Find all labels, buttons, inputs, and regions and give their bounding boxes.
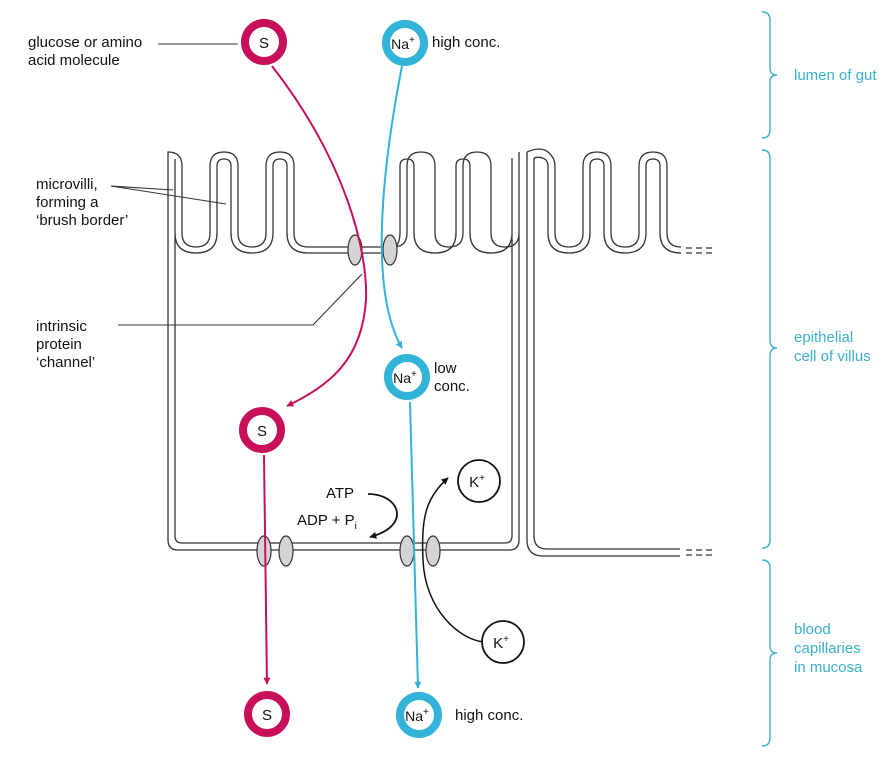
membrane-continuation-dashes xyxy=(686,247,712,556)
sodium-bottom-conc-label: high conc. xyxy=(455,707,524,724)
svg-text:K+: K+ xyxy=(469,473,485,491)
sodium-symbol-mid: Na xyxy=(393,370,411,386)
region-blood-line1: blood xyxy=(794,621,831,638)
region-epithelial-label: epithelial cell of villus xyxy=(794,328,871,366)
sugar-symbol-top: S xyxy=(259,35,269,52)
potassium-charge-bottom: + xyxy=(503,634,509,645)
epithelial-bracket xyxy=(761,149,778,549)
sodium-mid-conc-line1: low xyxy=(434,360,457,377)
apical-protein-channel-right xyxy=(382,234,398,266)
microvilli-label: microvilli, forming a ‘brush border’ xyxy=(36,176,128,230)
atp-label: ATP xyxy=(326,485,355,502)
glucose-label-line1: glucose or amino xyxy=(28,34,143,51)
protein-channel-label: intrinsic protein ‘channel’ xyxy=(36,318,95,372)
sodium-ion-top: Na+ xyxy=(382,20,428,66)
glucose-label: glucose or amino acid molecule xyxy=(28,34,142,70)
sodium-top-conc-label: high conc. xyxy=(432,34,501,51)
basal-protein-channel-1 xyxy=(256,535,272,567)
adp-pi-text: ADP + P xyxy=(297,512,355,529)
svg-text:Na+: Na+ xyxy=(393,369,417,386)
protein-label-line1: intrinsic xyxy=(36,318,87,335)
sodium-ion-mid: Na+ xyxy=(384,354,430,400)
microvilli-label-line3: ‘brush border’ xyxy=(36,212,129,229)
sodium-charge-top: + xyxy=(409,35,415,46)
sugar-symbol-bottom: S xyxy=(262,707,272,724)
sodium-path-cell-to-blood xyxy=(409,401,422,689)
protein-label-line2: protein xyxy=(36,336,82,353)
sodium-charge-bottom: + xyxy=(423,707,429,718)
adp-pi-label: ADP + Pi xyxy=(297,512,357,536)
sugar-symbol-mid: S xyxy=(257,423,267,440)
potassium-ion-bottom: K+ xyxy=(481,620,525,664)
potassium-path xyxy=(421,477,485,643)
region-lumen-label: lumen of gut xyxy=(794,67,877,84)
potassium-symbol-bottom: K xyxy=(493,635,503,652)
basal-protein-channel-3 xyxy=(399,535,415,567)
region-blood-line3: in mucosa xyxy=(794,659,863,676)
sugar-molecule-mid: S xyxy=(239,407,285,453)
sugar-molecule-bottom: S xyxy=(244,691,290,737)
pi-subscript: i xyxy=(354,521,357,532)
cell-membrane-left xyxy=(167,151,520,551)
microvilli-label-line1: microvilli, xyxy=(36,176,98,193)
protein-leader-line xyxy=(118,273,363,326)
blood-bracket xyxy=(761,559,778,747)
region-brackets xyxy=(761,11,778,747)
leader-lines xyxy=(110,43,363,326)
svg-text:K+: K+ xyxy=(493,634,509,652)
lumen-bracket xyxy=(761,11,778,139)
sugar-molecule-top: S xyxy=(241,19,287,65)
sodium-path-lumen-to-cell xyxy=(380,65,403,349)
microvilli-leader-line-2 xyxy=(110,185,227,205)
sodium-symbol-top: Na xyxy=(391,36,409,52)
basal-protein-channel-4 xyxy=(425,535,441,567)
microvilli-leader-line-1 xyxy=(110,185,174,191)
sodium-mid-conc-label: low conc. xyxy=(434,360,470,396)
cell-membrane-right xyxy=(526,148,682,557)
protein-channels xyxy=(256,234,441,567)
sodium-ion-bottom: Na+ xyxy=(396,692,442,738)
potassium-charge-top: + xyxy=(479,473,485,484)
sodium-mid-conc-line2: conc. xyxy=(434,378,470,395)
sugar-path-cell-to-blood xyxy=(263,454,271,685)
region-epithelial-line1: epithelial xyxy=(794,329,854,346)
atp-conversion-arrow xyxy=(367,493,398,539)
protein-label-line3: ‘channel’ xyxy=(36,354,96,371)
region-blood-line2: capillaries xyxy=(794,640,861,657)
sodium-symbol-bottom: Na xyxy=(405,708,423,724)
svg-text:Na+: Na+ xyxy=(391,35,415,52)
glucose-label-line2: acid molecule xyxy=(28,52,120,69)
svg-text:Na+: Na+ xyxy=(405,707,429,724)
basal-protein-channel-2 xyxy=(278,535,294,567)
sugar-path-lumen-to-cell xyxy=(271,65,368,407)
potassium-ion-top: K+ xyxy=(457,459,501,503)
microvilli-label-line2: forming a xyxy=(36,194,99,211)
region-blood-label: blood capillaries in mucosa xyxy=(794,620,862,677)
region-epithelial-line2: cell of villus xyxy=(794,348,871,365)
sodium-charge-mid: + xyxy=(411,369,417,380)
potassium-symbol-top: K xyxy=(469,474,479,491)
